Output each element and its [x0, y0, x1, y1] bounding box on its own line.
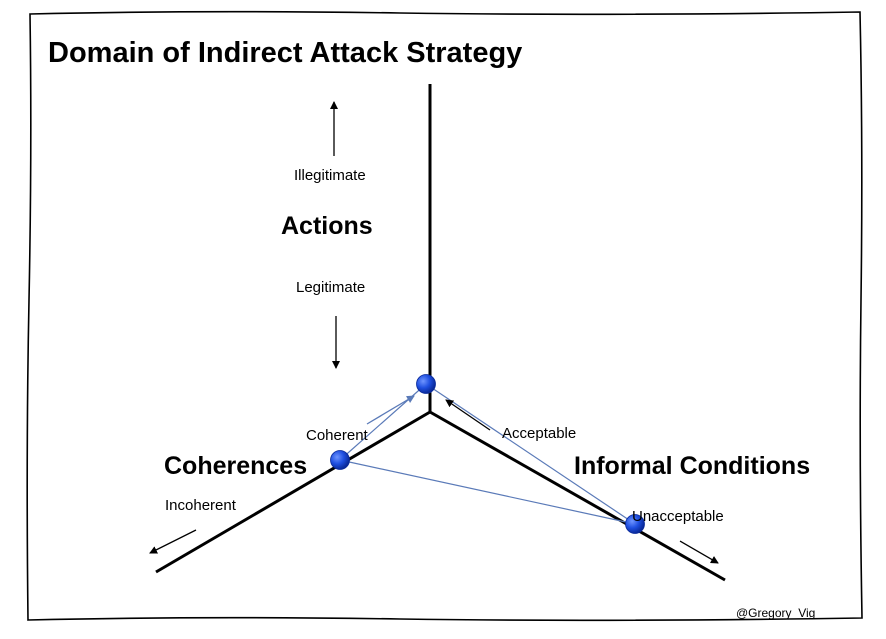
informal-conditions-label: Informal Conditions [574, 452, 810, 480]
acceptable-arrow [445, 399, 491, 431]
acceptable-label: Acceptable [502, 425, 576, 442]
triangle-edge-conditions-actions [425, 383, 636, 525]
triangle-edge-coherences-conditions [339, 459, 636, 525]
sketch-frame [26, 10, 863, 622]
coherent-label: Coherent [306, 427, 369, 444]
illegitimate-label: Illegitimate [294, 167, 366, 184]
legitimate-label: Legitimate [296, 279, 365, 296]
diagram-title: Domain of Indirect Attack Strategy [48, 37, 522, 69]
informal-conditions-axis [429, 410, 726, 582]
coherences-label: Coherences [164, 452, 307, 480]
author-credit: @Gregory_Vig [736, 606, 815, 620]
coherences-node [330, 450, 350, 470]
unacceptable-label: Unacceptable [632, 508, 724, 525]
unacceptable-arrow [679, 540, 719, 564]
coherent-arrow [366, 395, 415, 425]
incoherent-label: Incoherent [165, 497, 237, 514]
incoherent-arrow [149, 529, 197, 554]
actions-node [416, 374, 436, 394]
informal-conditions-node [625, 514, 645, 534]
actions-label: Actions [281, 212, 373, 240]
coherences-axis [155, 410, 431, 574]
